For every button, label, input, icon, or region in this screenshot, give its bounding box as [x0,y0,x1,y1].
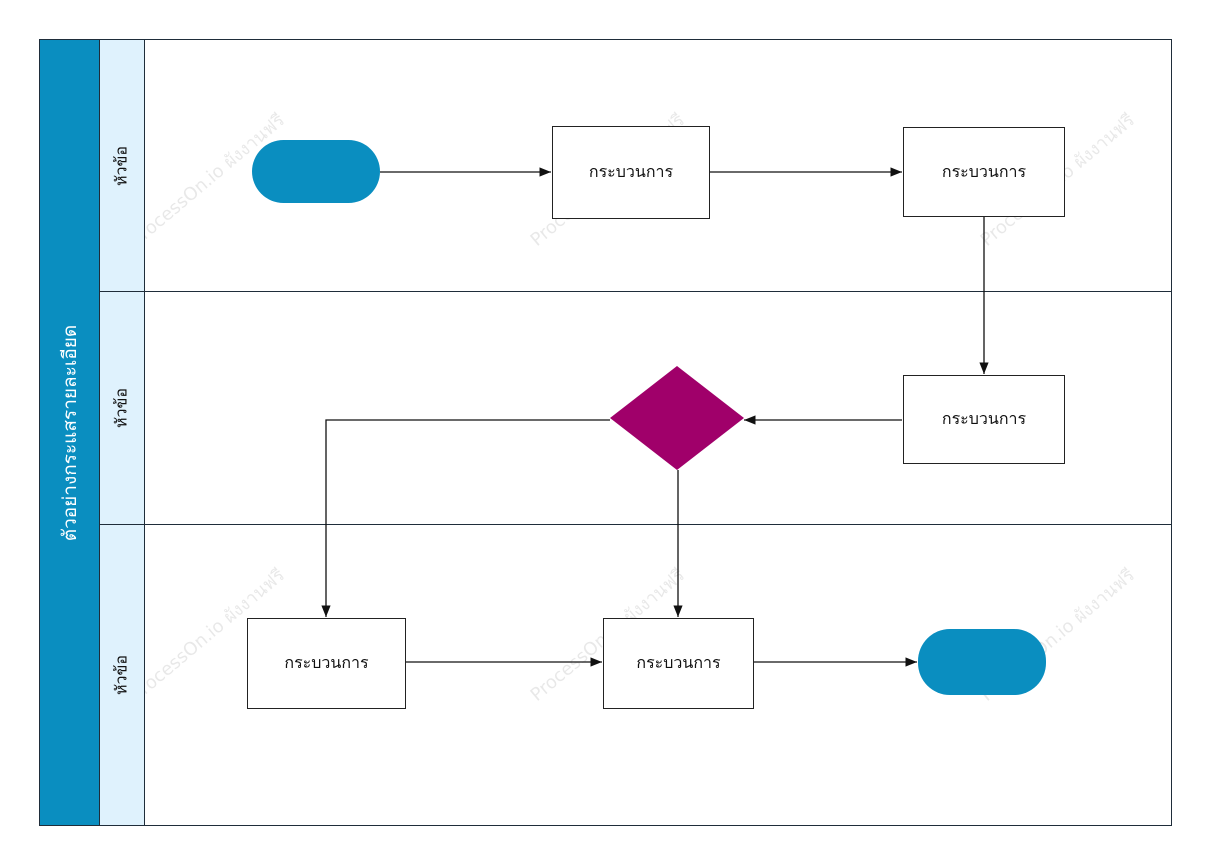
process-label: กระบวนการ [941,161,1027,181]
process-label: กระบวนการ [588,162,674,181]
pool-header[interactable]: ตัวอย่างกระแสรายละเอียด [39,39,100,826]
start-terminal[interactable] [252,140,380,203]
process-box-1[interactable]: กระบวนการ [552,126,710,219]
process-box-5[interactable]: กระบวนการ [603,618,754,709]
process-box-3[interactable]: กระบวนการ [903,375,1065,464]
process-box-2[interactable]: กระบวนการ [903,127,1065,217]
end-terminal[interactable] [918,629,1046,695]
lane-body-3 [144,524,1172,826]
lane-header-3[interactable]: หัวข้อ [99,524,145,826]
lane-header-1[interactable]: หัวข้อ [99,39,145,292]
lane-header-2[interactable]: หัวข้อ [99,291,145,525]
process-label: กระบวนการ [284,653,369,672]
process-label: กระบวนการ [941,409,1027,428]
decision-diamond [610,366,744,470]
process-box-4[interactable]: กระบวนการ [247,618,406,709]
arrow-decision-to-process-4 [321,419,610,617]
process-label: กระบวนการ [636,653,721,672]
